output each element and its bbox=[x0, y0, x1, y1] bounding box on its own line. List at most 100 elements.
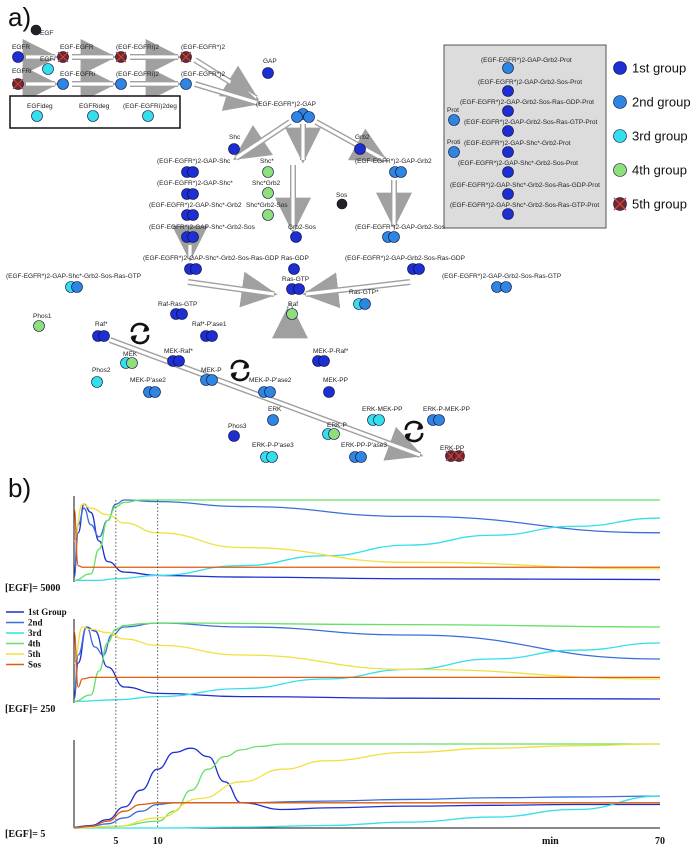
reaction-arrow-inner bbox=[235, 120, 291, 160]
degraded-mark bbox=[57, 51, 69, 63]
species-node bbox=[323, 386, 335, 398]
species-label-erk-p-pase3: ERK-P-P'ase3 bbox=[252, 442, 294, 449]
panel-a-label: a) bbox=[8, 2, 31, 32]
series-line-sos bbox=[73, 630, 660, 688]
species-node bbox=[187, 188, 199, 200]
panel-b-label: b) bbox=[8, 473, 31, 503]
species-label-ras-gtp-star: Ras-GTP* bbox=[349, 289, 379, 296]
degraded-mark bbox=[12, 78, 24, 90]
species-label-gap-shc: (EGF-EGFR*)2-GAP-Shc bbox=[157, 158, 231, 165]
species-label-gap-grb2-sos: (EGF-EGFR*)2-GAP-Grb2-Sos bbox=[355, 224, 446, 231]
subplot-label: [EGF]= 250 bbox=[5, 704, 55, 715]
subplot-label: [EGF]= 5000 bbox=[5, 583, 60, 594]
species-node bbox=[126, 357, 138, 369]
series-line-sos bbox=[73, 507, 660, 568]
legend-entry: 4th bbox=[28, 639, 41, 649]
legend-label: 4th group bbox=[632, 163, 687, 178]
species-node bbox=[355, 451, 367, 463]
species-node bbox=[448, 146, 460, 158]
series-line-4th bbox=[73, 622, 661, 703]
species-node bbox=[149, 386, 161, 398]
series-line-5th bbox=[73, 743, 661, 829]
species-label-egf-egfri2deg: (EGF-EGFRi)2deg bbox=[123, 103, 177, 110]
species-label-egfri: EGFRi bbox=[12, 68, 32, 75]
species-node bbox=[228, 143, 240, 155]
species-label-grb2-sos-ras-gdp: (EGF-EGFR*)2-GAP-Grb2-Sos-Ras-GDP bbox=[345, 255, 465, 262]
species-node bbox=[187, 231, 199, 243]
species-label-erk: ERK bbox=[268, 406, 282, 413]
species-node bbox=[264, 386, 276, 398]
species-node bbox=[42, 63, 54, 75]
species-node bbox=[87, 110, 99, 122]
cycle-icon bbox=[130, 322, 150, 345]
species-label-box-5: (EGF-EGFR*)2-GAP-Shc*-Grb2-Prot bbox=[464, 140, 571, 147]
degraded-mark bbox=[115, 51, 127, 63]
species-label-proti: Proti bbox=[447, 139, 460, 146]
series-line-1st-group bbox=[73, 747, 660, 828]
species-node bbox=[267, 414, 279, 426]
species-label-shc-sos-ras-gtp: (EGF-EGFR*)2-GAP-Shc*-Grb2-Sos-Ras-GTP bbox=[6, 273, 141, 280]
legend-entry: 1st Group bbox=[28, 607, 67, 617]
species-node bbox=[266, 451, 278, 463]
species-label-raf: Raf bbox=[288, 301, 298, 308]
species-label-erk-pp-pase3: ERK-PP-P'ase3 bbox=[341, 442, 387, 449]
species-node bbox=[328, 428, 340, 440]
species-label-grb2-sos-ras-gtp: (EGF-EGFR*)2-GAP-Grb2-Sos-Ras-GTP bbox=[442, 273, 561, 280]
legend-label: 1st group bbox=[632, 61, 686, 76]
species-node bbox=[180, 78, 192, 90]
species-node bbox=[33, 320, 45, 332]
series-line-3rd bbox=[74, 517, 661, 582]
species-node bbox=[303, 111, 315, 123]
series-line-1st-group bbox=[73, 626, 661, 700]
species-node bbox=[12, 51, 24, 63]
legend-label: 5th group bbox=[632, 197, 687, 212]
species-node bbox=[262, 209, 274, 221]
series-line-5th bbox=[73, 626, 661, 680]
legend-label: 3rd group bbox=[632, 129, 688, 144]
series-line-3rd bbox=[73, 642, 661, 703]
species-label-prot: Prot bbox=[447, 107, 459, 114]
species-label-phos3: Phos3 bbox=[228, 423, 247, 430]
species-node bbox=[359, 298, 371, 310]
species-node bbox=[502, 62, 514, 74]
legend-swatch bbox=[613, 61, 627, 75]
species-node bbox=[318, 355, 330, 367]
species-label-shc: Shc bbox=[229, 134, 241, 141]
species-node bbox=[30, 24, 42, 36]
species-label-mek-p-pase2: MEK-P'ase2 bbox=[130, 377, 166, 384]
legend-swatch bbox=[613, 129, 627, 143]
series-line-3rd bbox=[73, 795, 661, 829]
species-label-egfrideg: EGFRideg bbox=[79, 103, 110, 110]
species-label-box-7: (EGF-EGFR*)2-GAP-Shc*-Grb2-Sos-Ras-GDP-P… bbox=[450, 182, 600, 189]
species-label-erk-p: ERK-P bbox=[327, 422, 347, 429]
legend-entry: 2nd bbox=[28, 618, 43, 628]
species-node bbox=[502, 208, 514, 220]
species-label-shc-grb2: Shc*Grb2 bbox=[252, 180, 281, 187]
species-node bbox=[98, 330, 110, 342]
x-axis-label: min bbox=[542, 836, 559, 847]
species-label-egf-egfr-star2: (EGF-EGFR*)2 bbox=[181, 44, 225, 51]
species-label-gap: GAP bbox=[263, 58, 277, 65]
series-line-5th bbox=[73, 503, 661, 570]
species-node bbox=[262, 166, 274, 178]
species-node bbox=[291, 111, 303, 123]
species-label-erk-pp: ERK-PP bbox=[440, 445, 464, 452]
series-line-4th bbox=[73, 499, 660, 582]
species-label-sos: Sos bbox=[336, 192, 348, 199]
x-tick-label: 70 bbox=[655, 836, 665, 847]
legend-entry: 3rd bbox=[28, 628, 42, 638]
species-label-grb2: Grb2 bbox=[355, 134, 370, 141]
legend-swatch bbox=[613, 163, 627, 177]
reaction-arrow-inner bbox=[187, 280, 275, 296]
species-node bbox=[206, 330, 218, 342]
species-label-shc-grb2-sos: Shc*Grb2-Sos bbox=[246, 202, 288, 209]
species-node bbox=[354, 143, 366, 155]
species-node bbox=[413, 263, 425, 275]
reaction-arrow-inner bbox=[315, 120, 386, 162]
legend-swatch bbox=[613, 95, 627, 109]
species-node bbox=[262, 67, 274, 79]
